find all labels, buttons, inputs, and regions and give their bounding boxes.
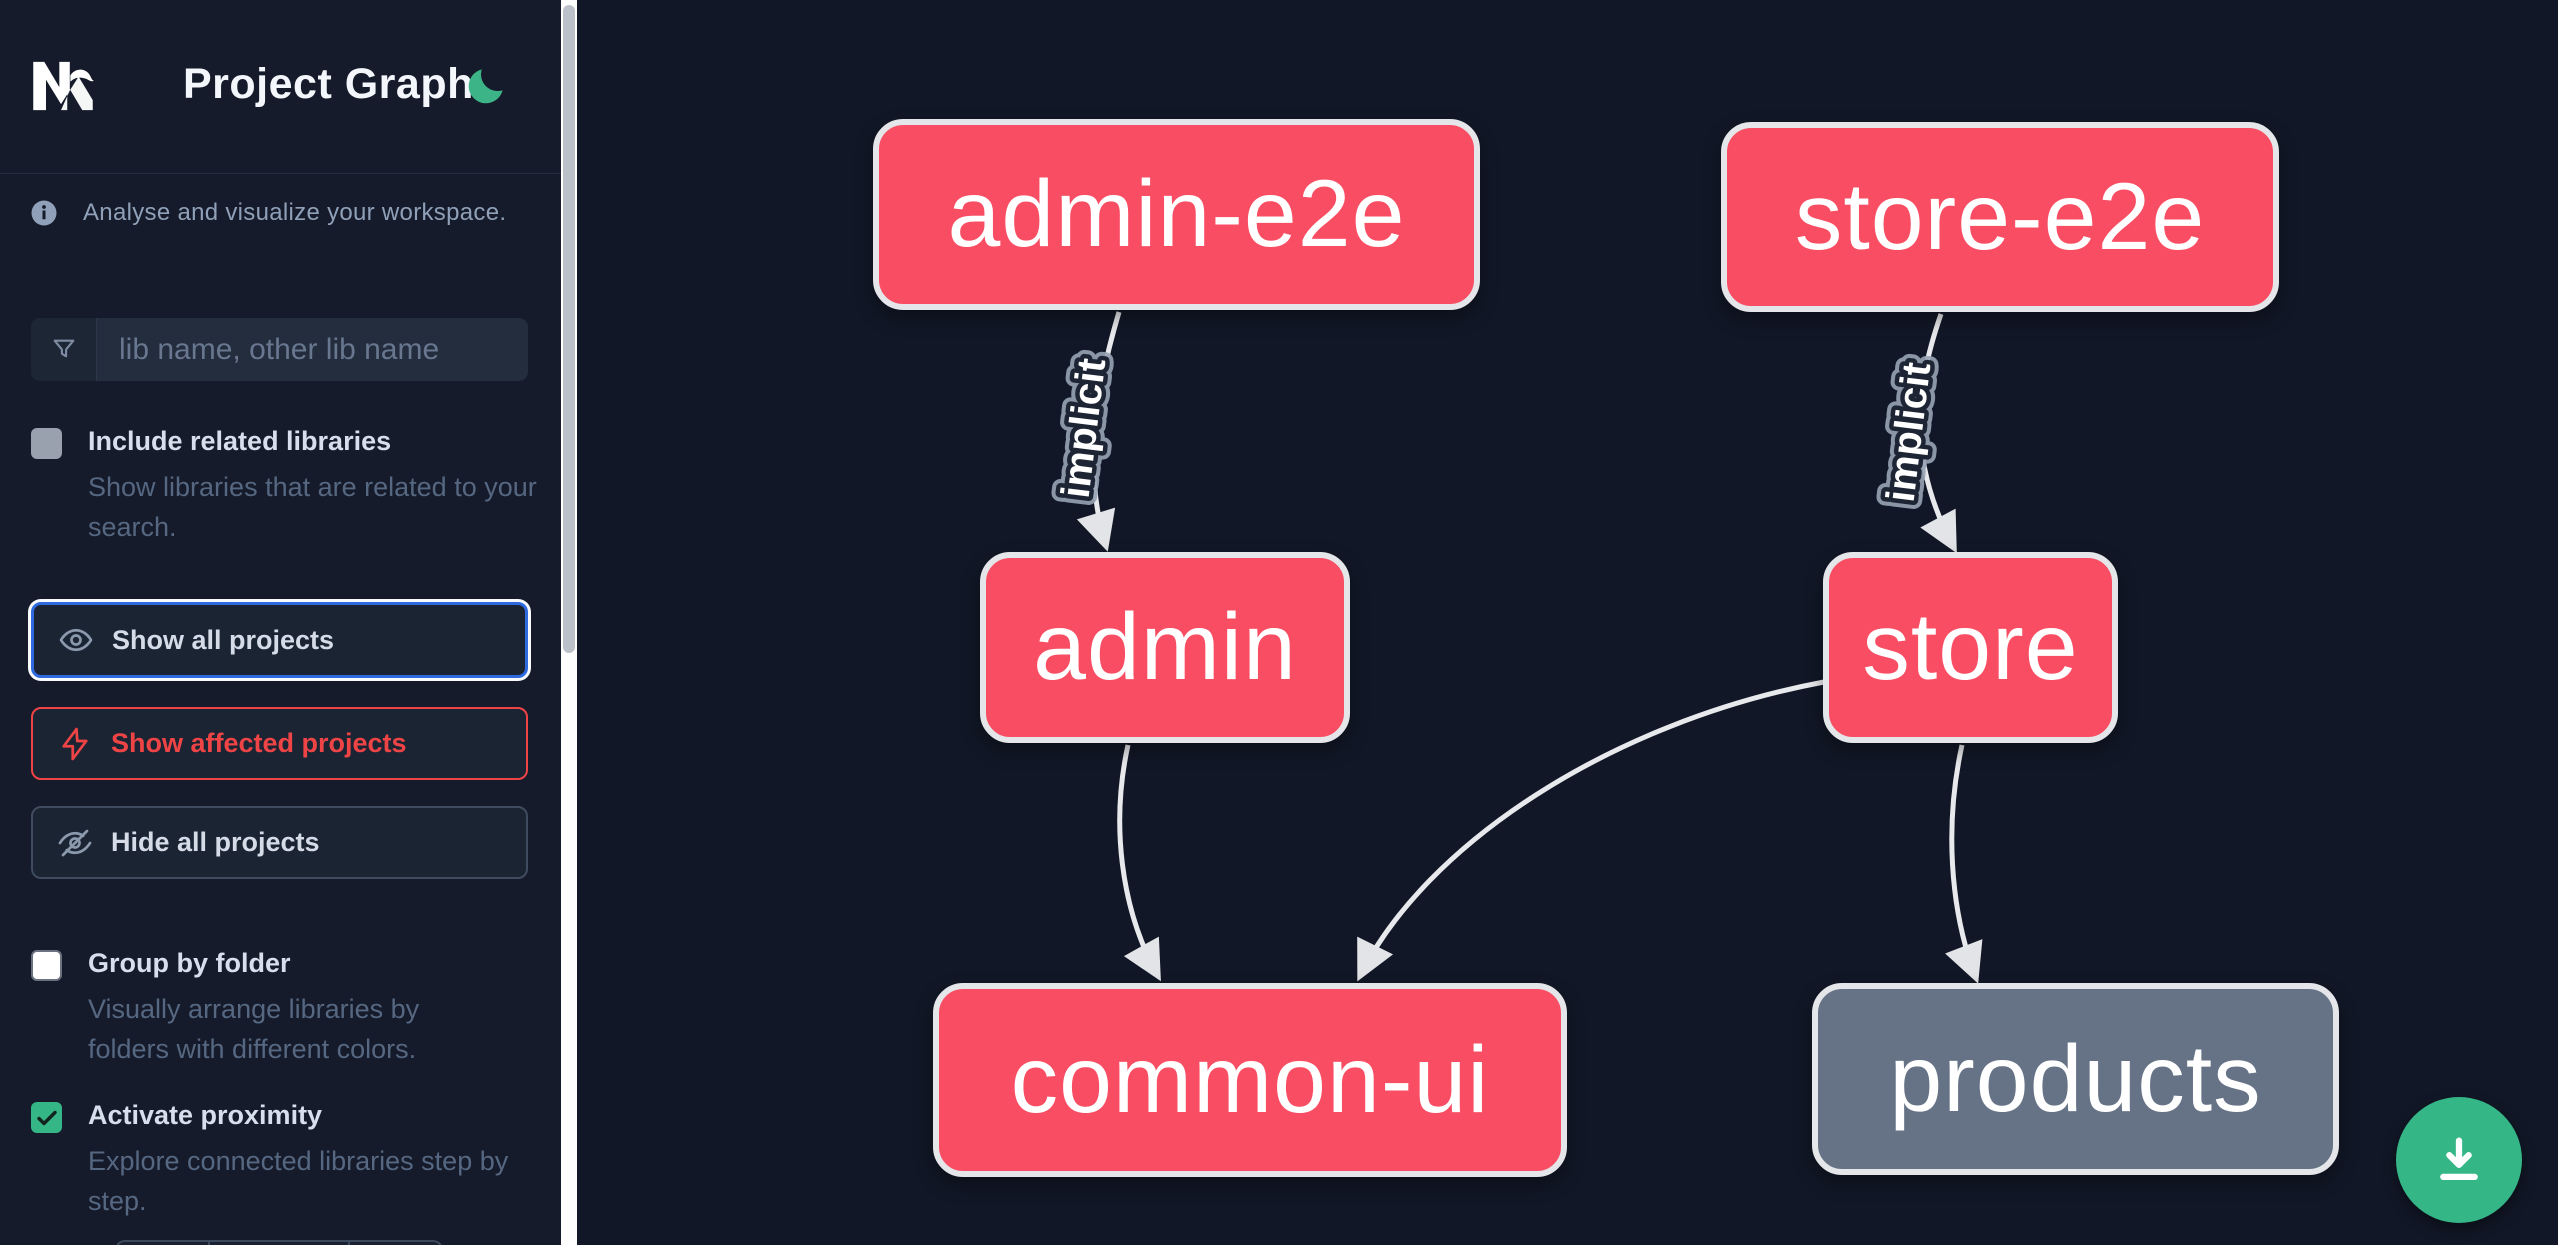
show-all-projects-button[interactable]: Show all projects <box>31 602 528 678</box>
include-related-label: Include related libraries <box>88 426 392 456</box>
group-by-folder-description: Visually arrange libraries by folders wi… <box>88 994 420 1064</box>
edge-label-implicit: implicit implicit implicit <box>1045 347 1123 508</box>
include-related-setting: Include related libraries Show libraries… <box>31 426 550 547</box>
sidebar-scrollbar[interactable] <box>561 0 577 1245</box>
edge-store-common-ui <box>1357 679 1825 982</box>
graph-node-store-e2e[interactable]: store-e2e <box>1721 122 2279 312</box>
edge-admin-common-ui <box>1117 744 1161 982</box>
search-input[interactable] <box>97 318 528 381</box>
bolt-icon <box>57 726 93 762</box>
info-icon <box>29 198 59 228</box>
activate-proximity-setting: Activate proximity Explore connected lib… <box>31 1100 526 1221</box>
download-graph-button[interactable] <box>2396 1097 2522 1223</box>
moon-icon <box>462 62 518 110</box>
show-affected-projects-button[interactable]: Show affected projects <box>31 707 528 780</box>
graph-node-admin-e2e[interactable]: admin-e2e <box>873 119 1480 310</box>
eye-icon <box>58 622 94 658</box>
group-by-folder-checkbox[interactable] <box>31 950 62 981</box>
edge-store-products <box>1945 744 1983 984</box>
nx-logo-icon <box>29 52 97 120</box>
download-icon <box>2430 1131 2488 1189</box>
graph-node-store[interactable]: store <box>1823 552 2118 743</box>
include-related-description: Show libraries that are related to your … <box>88 472 537 542</box>
group-by-folder-label: Group by folder <box>88 948 291 978</box>
show-affected-projects-label: Show affected projects <box>111 728 407 758</box>
stepper-decrement-segment[interactable] <box>117 1242 210 1245</box>
theme-toggle-button[interactable] <box>462 58 518 114</box>
hide-all-projects-label: Hide all projects <box>111 827 320 857</box>
svg-text:implicit: implicit <box>1879 360 1940 504</box>
tagline-text: Analyse and visualize your workspace. <box>83 199 507 226</box>
activate-proximity-label: Activate proximity <box>88 1100 323 1130</box>
node-label: admin-e2e <box>947 161 1406 267</box>
node-label: products <box>1889 1025 2262 1132</box>
svg-text:implicit: implicit <box>1054 356 1115 500</box>
scrollbar-thumb[interactable] <box>563 5 575 653</box>
filter-icon <box>31 318 97 381</box>
node-label: store-e2e <box>1794 163 2206 270</box>
activate-proximity-description: Explore connected libraries step by step… <box>88 1146 509 1216</box>
eye-off-icon <box>57 825 93 861</box>
search-filter <box>31 318 528 381</box>
stepper-value-segment <box>210 1242 350 1245</box>
node-label: store <box>1862 594 2079 700</box>
node-label: common-ui <box>1010 1026 1490 1133</box>
workspace-tagline: Analyse and visualize your workspace. <box>29 198 506 228</box>
show-all-projects-label: Show all projects <box>112 624 335 655</box>
proximity-depth-stepper[interactable] <box>115 1240 443 1245</box>
edge-admin-e2e-admin <box>1076 311 1122 552</box>
svg-text:implicit: implicit <box>1054 356 1115 500</box>
activate-proximity-checkbox[interactable] <box>31 1102 62 1133</box>
hide-all-projects-button[interactable]: Hide all projects <box>31 806 528 879</box>
sidebar: Project Graph Analyse and visualize your… <box>0 0 561 1245</box>
svg-text:implicit: implicit <box>1054 356 1115 500</box>
sidebar-header: Project Graph <box>0 0 561 174</box>
graph-node-admin[interactable]: admin <box>980 552 1350 743</box>
include-related-checkbox[interactable] <box>31 428 62 459</box>
node-label: admin <box>1033 594 1297 700</box>
svg-text:implicit: implicit <box>1879 360 1940 504</box>
group-by-folder-setting: Group by folder Visually arrange librari… <box>31 948 496 1069</box>
graph-node-products[interactable]: products <box>1812 983 2339 1175</box>
page-title: Project Graph <box>183 60 474 108</box>
svg-text:implicit: implicit <box>1879 360 1940 504</box>
edge-label-implicit: implicit implicit implicit <box>1870 351 1948 512</box>
check-icon <box>35 1106 59 1130</box>
graph-node-common-ui[interactable]: common-ui <box>933 983 1567 1177</box>
edge-store-e2e-store <box>1917 313 1957 554</box>
